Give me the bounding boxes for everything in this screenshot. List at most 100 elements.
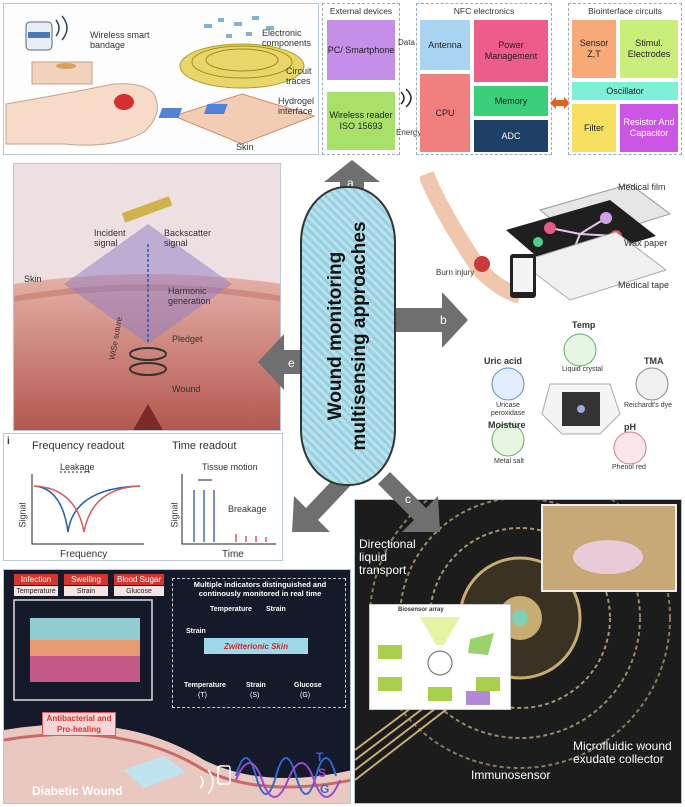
arrow-a-label: a xyxy=(347,176,354,190)
biosensor-array-diagram xyxy=(378,617,500,705)
wireless-bandage-label: Wireless smart bandage xyxy=(90,30,150,50)
sensor-domes xyxy=(491,333,669,465)
backscatter-signal-label: Backscatter signal xyxy=(164,228,212,248)
panel-e-readout: i Frequency readout Leakage Signal Frequ… xyxy=(3,433,283,561)
stimul-electrodes-block: Stimul. Electrodes xyxy=(620,20,678,78)
arrow-c xyxy=(378,472,440,532)
blood-sugar-badge: Blood Sugar xyxy=(114,574,164,585)
biointerface-header: Biointerface circuits xyxy=(588,6,662,16)
central-title-line2: multisensing approaches xyxy=(349,221,370,451)
strain-sub-badge: Strain xyxy=(64,586,108,596)
wound-label: Wound xyxy=(172,384,201,394)
moisture-label: Moisture xyxy=(488,420,526,430)
strain-bottom-label: Strain xyxy=(246,682,266,689)
infection-badge: Infection xyxy=(14,574,58,585)
time-axis-label: Time xyxy=(222,549,244,560)
nfc-electronics-box xyxy=(416,3,552,155)
tma-label: TMA xyxy=(644,356,664,366)
hydrogel-interface-label: Hydrogel interface xyxy=(278,96,315,116)
patch-layers-illustration xyxy=(420,171,672,304)
liquid-crystal-label: Liquid crystal xyxy=(562,366,603,373)
arrow-b-label: b xyxy=(440,313,447,327)
biosensor-array-inset: Biosensor array xyxy=(369,604,511,710)
pledget-label: Pledget xyxy=(172,334,203,344)
temperature-top-label: Temperature xyxy=(210,606,252,613)
g-letter: G xyxy=(320,782,330,796)
swelling-badge: Swelling xyxy=(64,574,108,585)
arrow-c-label: c xyxy=(405,492,411,506)
wireless-wave-icon xyxy=(400,88,412,108)
immunosensor-label: Immunosensor xyxy=(471,768,551,782)
power-management-block: Power Management xyxy=(474,20,548,82)
readout-curves xyxy=(31,471,276,545)
antibacterial-badge: Antibacterial and Pro-healing xyxy=(42,712,116,736)
data-label: Data xyxy=(398,38,415,47)
wax-paper-label: Wax paper xyxy=(624,238,668,248)
uric-acid-label: Uric acid xyxy=(484,356,523,366)
panel-c-photo: Biosensor array Directional liquid trans… xyxy=(354,499,682,804)
pc-smartphone-block: PC/ Smartphone xyxy=(327,20,395,80)
suture-skin-illustration xyxy=(14,164,280,430)
burn-injury-label: Burn injury xyxy=(436,268,475,277)
oscillator-block: Oscillator xyxy=(572,82,678,100)
metal-salt-label: Metal salt xyxy=(494,458,524,465)
central-title-line1: Wound monitoring xyxy=(325,251,346,421)
breakage-label: Breakage xyxy=(228,504,267,514)
panel-a-illustration: Wireless smart bandage Electronic compon… xyxy=(3,3,319,155)
leakage-label: Leakage xyxy=(60,462,95,472)
biointerface-box xyxy=(568,3,682,155)
external-devices-header: External devices xyxy=(329,6,393,16)
uricase-label: Uricase peroxidase xyxy=(490,402,526,417)
tissue-motion-label: Tissue motion xyxy=(202,462,258,472)
energy-label: Energy xyxy=(396,128,422,137)
time-readout-title: Time readout xyxy=(172,440,237,452)
temperature-symbol: (T) xyxy=(198,692,207,699)
arrow-a xyxy=(324,160,380,208)
temperature-bottom-label: Temperature xyxy=(184,682,226,689)
indicators-dashed-box xyxy=(172,578,346,708)
diabetic-wound-label: Diabetic Wound xyxy=(32,784,123,798)
circuit-traces-label: Circuit traces xyxy=(286,66,312,86)
frequency-readout-title: Frequency readout xyxy=(32,440,125,452)
medical-tape-label: Medical tape xyxy=(618,280,670,290)
strain-top-label: Strain xyxy=(266,606,286,613)
s-letter: S xyxy=(318,766,327,780)
t-letter: T xyxy=(316,750,324,764)
cpu-block: CPU xyxy=(420,74,470,152)
adc-block: ADC xyxy=(474,120,548,152)
arrow-e xyxy=(258,334,310,390)
temperature-sub-badge: Temperature xyxy=(14,586,58,596)
panel-b-illustration: Medical film Wax paper Medical tape Burn… xyxy=(420,170,682,310)
filter-block: Filter xyxy=(572,104,616,152)
reichardt-label: Reichardt's dye xyxy=(624,402,673,409)
temp-label: Temp xyxy=(572,320,596,330)
glucose-symbol: (G) xyxy=(300,692,311,699)
arrow-d-label: d xyxy=(314,532,321,546)
strain-left-label: Strain xyxy=(186,628,206,635)
arrow-e-label: e xyxy=(288,356,295,370)
panel-d-illustration: Infection Temperature Swelling Strain Bl… xyxy=(3,569,351,804)
harmonic-generation-label: Harmonic generation xyxy=(168,286,211,306)
multi-indicators-title: Multiple indicators distinguished and co… xyxy=(193,580,327,598)
nfc-electronics-header: NFC electronics xyxy=(453,6,515,16)
antenna-block: Antenna xyxy=(420,20,470,70)
medical-film-label: Medical film xyxy=(618,182,666,192)
resistor-capacitor-block: Resistor And Capacitor xyxy=(620,104,678,152)
skin-label-e: Skin xyxy=(24,274,42,284)
ph-label: pH xyxy=(624,422,636,432)
electronic-components-label: Electronic components xyxy=(262,28,312,48)
sensor-block: Sensor Z,T xyxy=(572,20,616,78)
arrow-d xyxy=(292,470,354,532)
mouse-photo-inset xyxy=(541,504,677,592)
phenol-red-label: Phenol red xyxy=(612,464,646,471)
incident-signal-label: Incident signal xyxy=(94,228,126,248)
panel-i-mark: i xyxy=(7,436,10,447)
frequency-axis-label: Frequency xyxy=(60,549,108,560)
glucose-bottom-label: Glucose xyxy=(294,682,322,689)
biosensor-array-label: Biosensor array xyxy=(398,607,444,613)
central-title: Wound monitoring multisensing approaches xyxy=(324,191,372,481)
strain-symbol: (S) xyxy=(250,692,260,699)
panel-e-illustration: Incident signal Backscatter signal Skin … xyxy=(13,163,281,431)
wireless-reader-block: Wireless reader ISO 15693 xyxy=(327,92,395,150)
panel-b-sensors: Temp Liquid crystal Uric acid Uricase pe… xyxy=(480,318,682,474)
